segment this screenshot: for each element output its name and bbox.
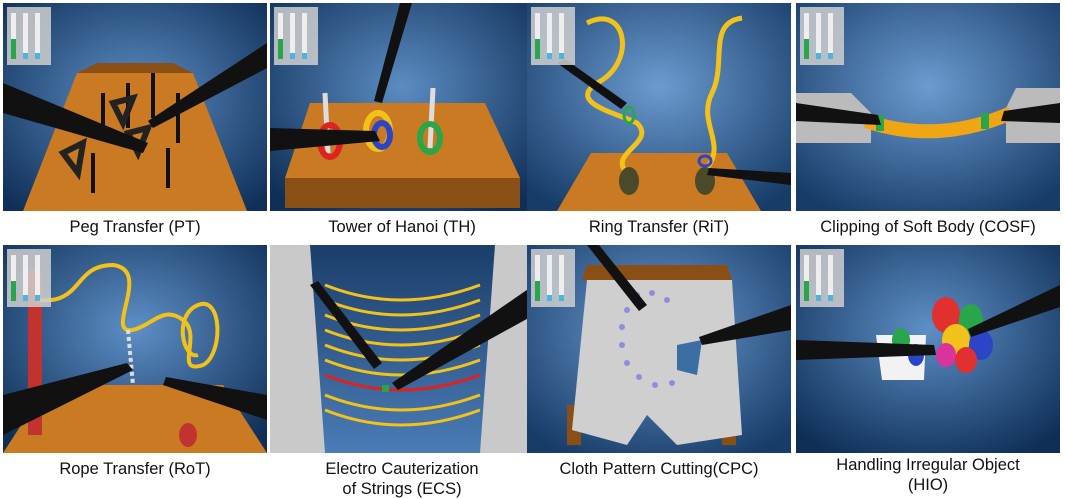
panel-tower-of-hanoi — [270, 3, 534, 211]
caption-handling-irregular-object: Handling Irregular Object (HIO) — [836, 456, 1020, 494]
caption-tower-of-hanoi: Tower of Hanoi (TH) — [328, 218, 476, 236]
caption-electro-cauterization: Electro Cauterization of Strings (ECS) — [325, 460, 479, 498]
panel-handling-irregular-object — [796, 245, 1060, 453]
panel-electro-cauterization — [270, 245, 534, 453]
caption-clipping-soft-body: Clipping of Soft Body (COSF) — [820, 218, 1036, 236]
caption-cloth-pattern-cutting: Cloth Pattern Cutting(CPC) — [559, 460, 759, 478]
panel-cloth-pattern-cutting — [527, 245, 791, 453]
caption-ring-transfer: Ring Transfer (RiT) — [588, 218, 730, 236]
panel-ring-transfer — [527, 3, 791, 211]
panel-peg-transfer — [3, 3, 267, 211]
caption-peg-transfer: Peg Transfer (PT) — [69, 218, 201, 236]
panel-rope-transfer — [3, 245, 267, 453]
caption-rope-transfer: Rope Transfer (RoT) — [59, 460, 211, 478]
panel-clipping-soft-body — [796, 3, 1060, 211]
